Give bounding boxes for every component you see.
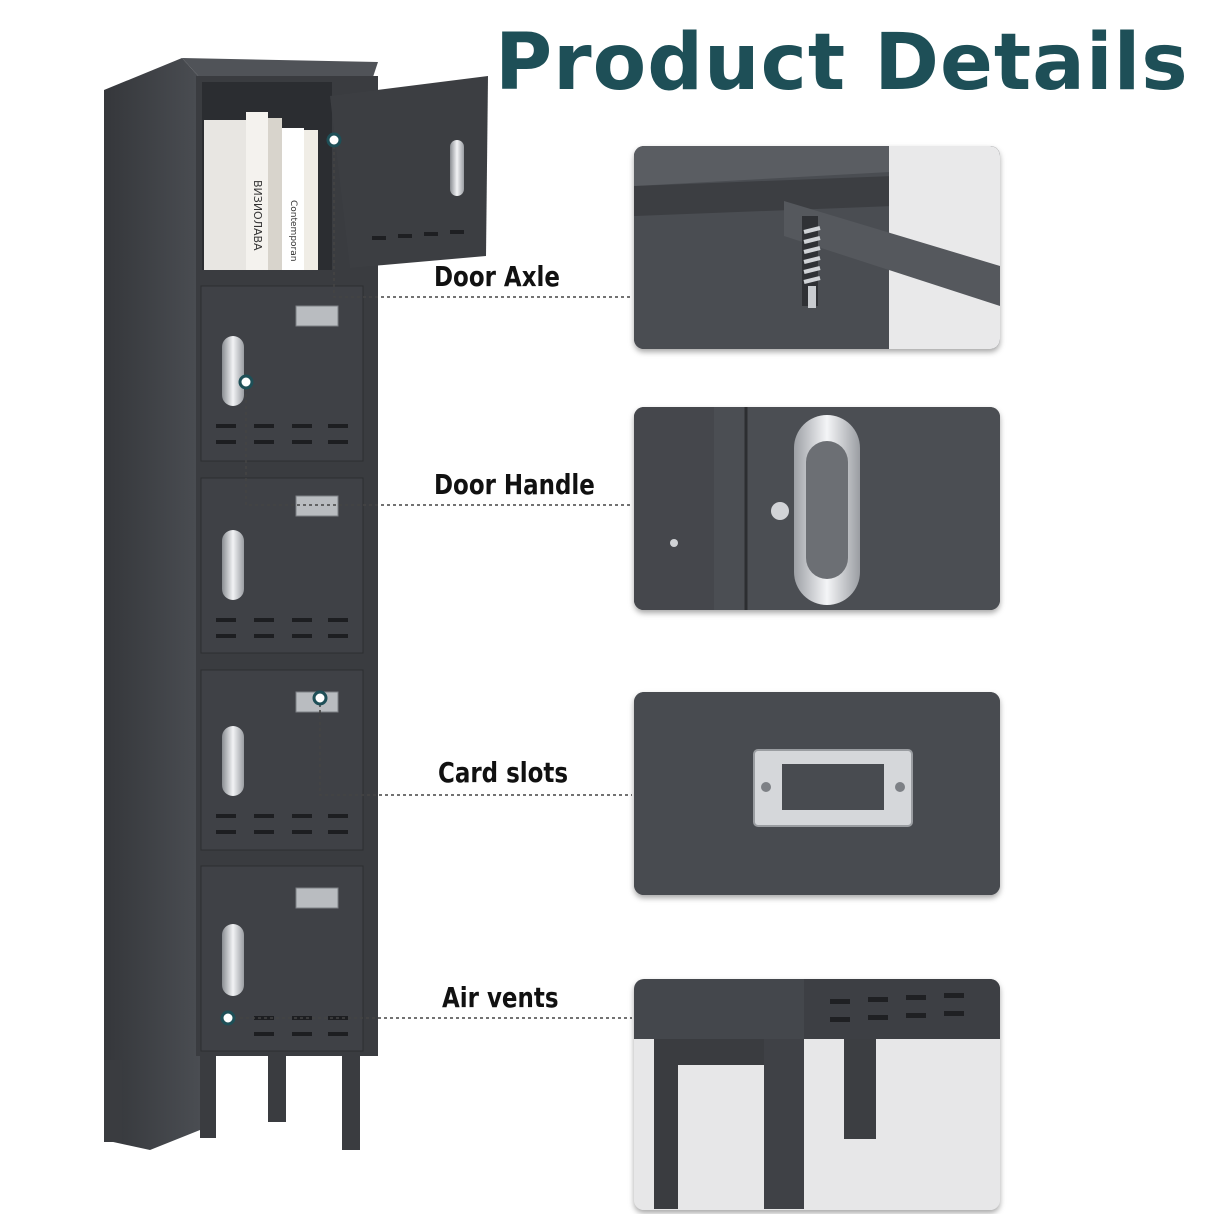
callout-door-handle: Door Handle xyxy=(434,468,595,501)
callout-door-axle: Door Axle xyxy=(434,260,560,293)
air-vent-icon xyxy=(634,979,1000,1210)
callout-card-slots: Card slots xyxy=(438,756,569,789)
locker-illustration: ВИЗИОЛАВА Contemporan xyxy=(104,58,632,1150)
door-axle-spring-icon xyxy=(634,146,1000,349)
card-slot-icon xyxy=(634,692,1000,895)
book-spine: Contemporan xyxy=(288,200,298,261)
book-spine: ВИЗИОЛАВА xyxy=(251,180,264,251)
detail-panel-air-vents xyxy=(634,979,1000,1210)
detail-panel-card-slots xyxy=(634,692,1000,895)
door-handle-icon xyxy=(634,407,1000,610)
open-door xyxy=(330,76,488,268)
detail-panel-door-handle xyxy=(634,407,1000,610)
callout-air-vents: Air vents xyxy=(442,981,559,1014)
page-title: Product Details xyxy=(495,18,1189,108)
detail-panel-door-axle xyxy=(634,146,1000,349)
